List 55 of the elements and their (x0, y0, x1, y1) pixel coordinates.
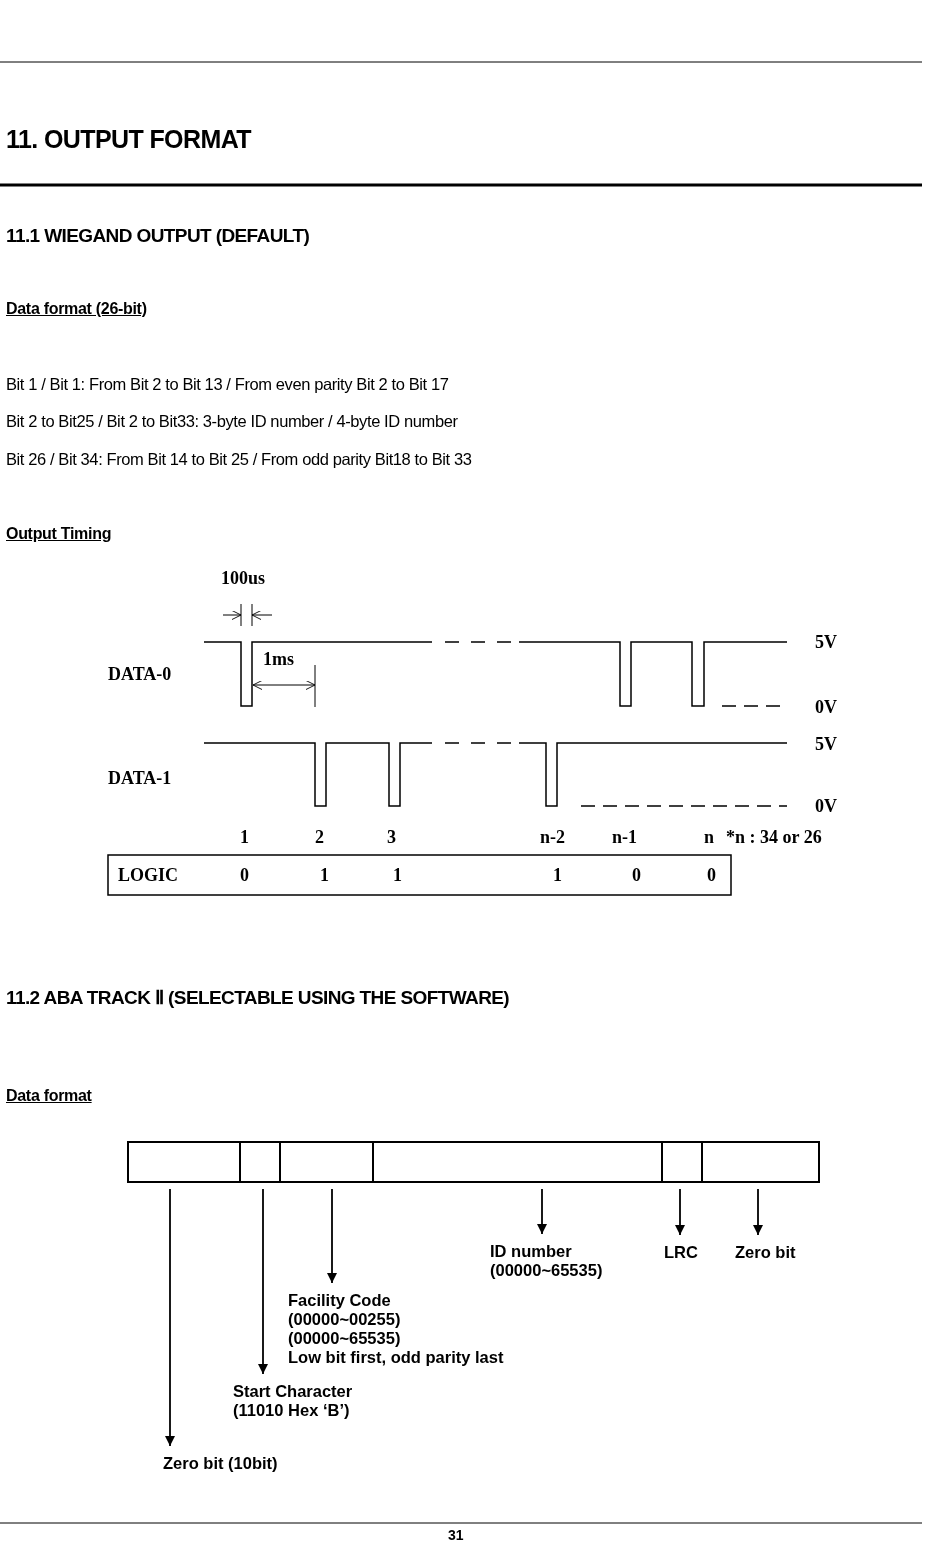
field-description: (11010 Hex ‘B’) (233, 1401, 351, 1420)
format-field-cell (701, 1141, 820, 1183)
arrow (675, 1188, 685, 1236)
timing-label: 1 (393, 866, 402, 886)
subheading: Output Timing (6, 525, 112, 543)
timing-label: 0 (240, 866, 249, 886)
format-field-cell (279, 1141, 374, 1183)
section-heading: 11.2 ABA TRACK Ⅱ (SELECTABLE USING THE SOFTWARE) (6, 988, 510, 1009)
subheading: Data format (6, 1087, 92, 1105)
format-field-cell (661, 1141, 703, 1183)
timing-label: 3 (387, 828, 396, 848)
arrow (165, 1188, 175, 1447)
field-description: Zero bit (10bit) (163, 1454, 278, 1473)
arrow (327, 1188, 337, 1284)
description-text: Bit 26 / Bit 34: From Bit 14 to Bit 25 / From odd parity Bit18 to Bit 33 (6, 450, 472, 469)
field-description: LRC (664, 1243, 698, 1262)
description-text: Bit 1 / Bit 1: From Bit 2 to Bit 13 / From even parity Bit 2 to Bit 17 (6, 375, 449, 394)
timing-label: 1 (240, 828, 249, 848)
timing-label: 0 (632, 866, 641, 886)
format-field-cell (127, 1141, 241, 1183)
field-description: Low bit first, odd parity last (288, 1348, 504, 1367)
format-field-cell (239, 1141, 281, 1183)
field-description: Start Character (233, 1382, 353, 1401)
timing-label: 0 (707, 866, 716, 886)
page-number: 31 (448, 1528, 464, 1544)
description-text: Bit 2 to Bit25 / Bit 2 to Bit33: 3-byte ID number / 4-byte ID number (6, 412, 458, 431)
timing-label: 5V (815, 633, 837, 653)
timing-label: n-1 (612, 828, 637, 848)
field-description: (00000~65535) (490, 1261, 603, 1280)
field-description: Facility Code (288, 1291, 392, 1310)
format-field-cell (372, 1141, 663, 1183)
timing-label: n-2 (540, 828, 565, 848)
timing-label: DATA-1 (108, 769, 172, 789)
timing-label: *n : 34 or 26 (726, 828, 822, 848)
timing-label: 1 (320, 866, 329, 886)
timing-label: 2 (315, 828, 324, 848)
arrow (753, 1188, 763, 1236)
field-description: (00000~00255) (288, 1310, 402, 1329)
section-heading: 11.1 WIEGAND OUTPUT (DEFAULT) (6, 226, 310, 247)
arrow (258, 1188, 268, 1375)
field-description: Zero bit (735, 1243, 796, 1262)
field-description: (00000~65535) (288, 1329, 402, 1348)
timing-label: 1 (553, 866, 562, 886)
title: 11. OUTPUT FORMAT (6, 126, 251, 154)
timing-label: 1ms (263, 650, 294, 670)
timing-label: DATA-0 (108, 665, 172, 685)
timing-label: 100us (221, 569, 265, 589)
arrow (537, 1188, 547, 1235)
timing-label: n (704, 828, 714, 848)
field-description: ID number (490, 1242, 573, 1261)
subheading: Data format (26-bit) (6, 300, 147, 318)
timing-label: 5V (815, 735, 837, 755)
timing-label: 0V (815, 797, 837, 817)
timing-label: 0V (815, 698, 837, 718)
timing-label: LOGIC (118, 866, 178, 886)
